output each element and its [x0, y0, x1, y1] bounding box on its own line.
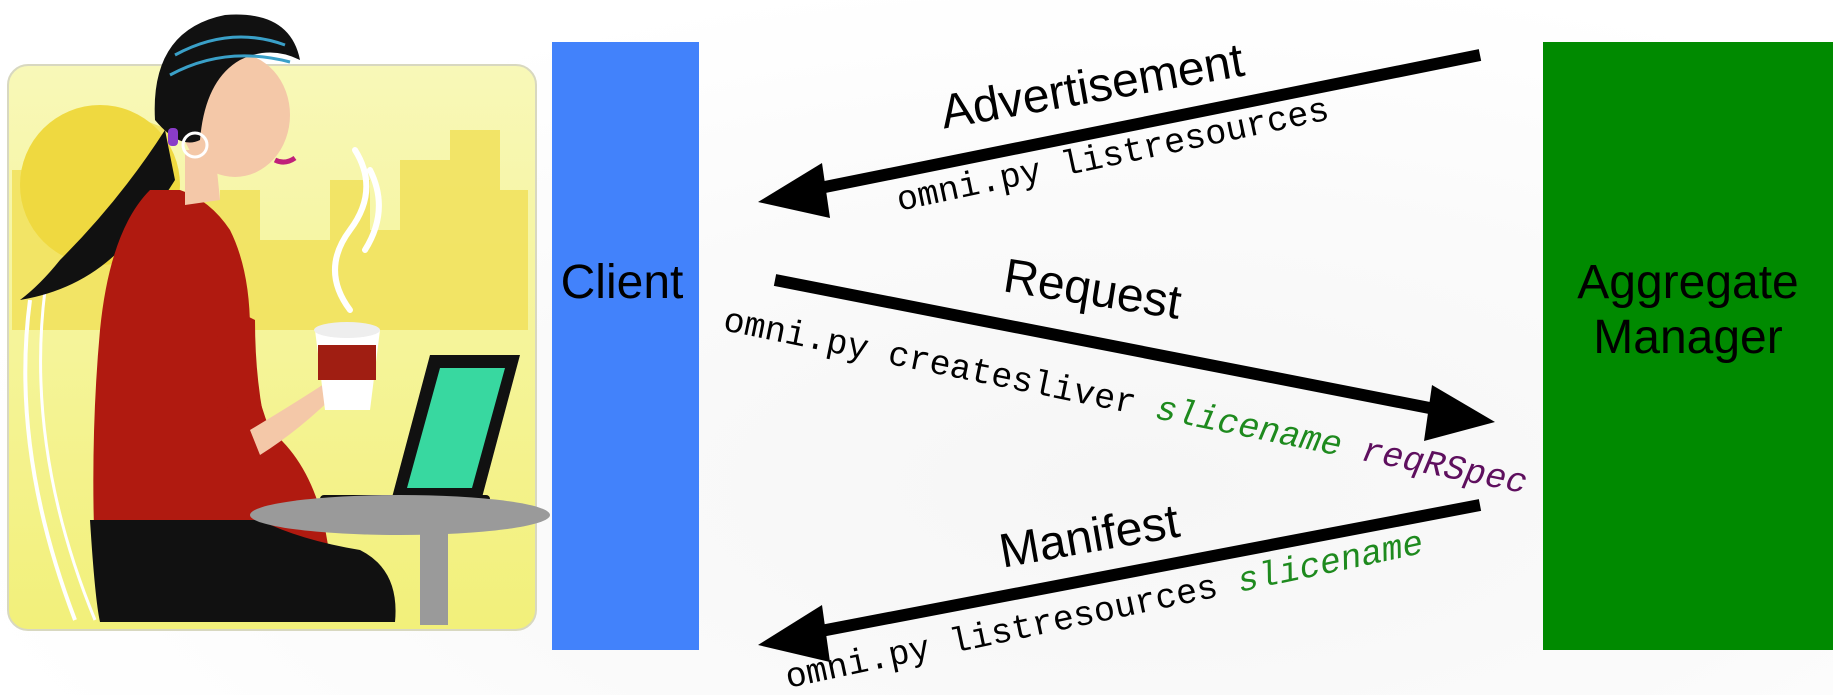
- table: [250, 495, 550, 535]
- request-label: Request: [1000, 250, 1185, 330]
- client-rect: [552, 42, 699, 650]
- woman-with-laptop-illustration: [7, 14, 550, 631]
- earring: [181, 131, 209, 159]
- red-shirt: [93, 190, 330, 560]
- request-arrowhead: [1424, 385, 1495, 441]
- aggregate-manager-label-line2: Manager: [1593, 311, 1782, 364]
- black-pants: [90, 520, 396, 622]
- advertisement-message: Advertisement omni.py listresources: [758, 34, 1482, 222]
- hair-ponytail: [20, 130, 175, 300]
- request-arrow-shaft: [773, 274, 1452, 418]
- aggregate-manager-label-line1: Aggregate: [1577, 256, 1799, 309]
- request-arg-reqrspec: reqRSpec: [1358, 431, 1531, 504]
- laptop-screen: [407, 368, 505, 488]
- manifest-arrowhead: [758, 605, 830, 662]
- advertisement-arrowhead: [758, 163, 830, 218]
- request-command: omni.py createsliver: [720, 302, 1140, 425]
- client-box: Client: [552, 42, 699, 650]
- request-arg-slicename: slicename: [1152, 390, 1345, 467]
- aggregate-manager-box: Aggregate Manager: [1543, 42, 1833, 650]
- aggregate-manager-rect: [1543, 42, 1833, 650]
- advertisement-arrow-shaft: [798, 49, 1482, 198]
- steam: [332, 147, 382, 313]
- chair-outline: [23, 299, 77, 621]
- arm: [215, 300, 270, 450]
- request-message: Request omni.py createsliver slicename r…: [720, 250, 1531, 505]
- manifest-arrow-shaft: [798, 499, 1482, 641]
- client-label: Client: [561, 256, 684, 309]
- manifest-message: Manifest omni.py listresources slicename: [758, 495, 1482, 695]
